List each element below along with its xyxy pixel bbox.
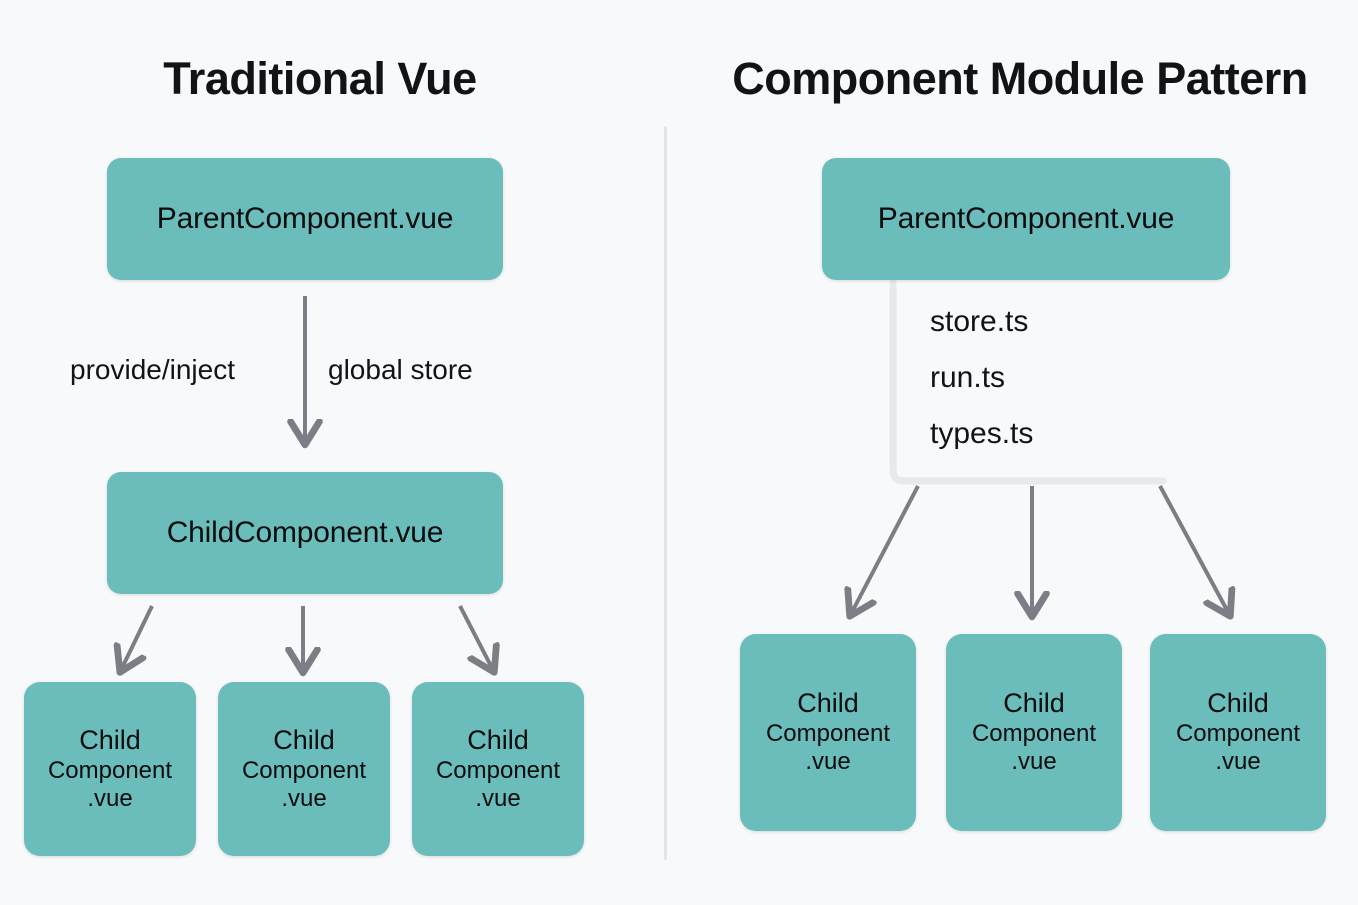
right-leaf-0-line3: .vue	[805, 748, 851, 776]
right-leaf-2-line1: Child	[1207, 688, 1269, 719]
left-parent-component-node[interactable]: ParentComponent.vue	[107, 158, 503, 280]
edge-label-global-store: global store	[328, 354, 473, 385]
module-file-store: store.ts	[930, 305, 1029, 338]
left-leaf-2-line1: Child	[467, 724, 529, 755]
left-leaf-1-line1: Child	[273, 724, 335, 755]
left-child-component-node[interactable]: ChildComponent.vue	[107, 472, 503, 594]
left-leaf-1-line3: .vue	[281, 784, 327, 812]
edge-label-provide-inject: provide/inject	[70, 354, 235, 385]
left-leaf-0-line1: Child	[79, 724, 141, 755]
right-leaf-1-line2: Component	[971, 720, 1097, 748]
left-leaf-0-line3: .vue	[87, 784, 133, 812]
left-leaf-1-line2: Component	[241, 756, 367, 784]
right-leaf-node-0[interactable]: Child Component .vue	[740, 634, 916, 831]
right-leaf-0-line1: Child	[797, 688, 859, 719]
arrow-child-to-leaf-left-2	[458, 605, 492, 668]
arrow-child-to-leaf-left-0	[122, 605, 154, 668]
arrow-module-to-leaf-right-0	[852, 485, 920, 612]
right-panel-title: Component Module Pattern	[732, 53, 1308, 104]
right-leaf-2-line2: Component	[1175, 720, 1301, 748]
right-leaf-1-line3: .vue	[1011, 748, 1057, 776]
right-parent-component-label: ParentComponent.vue	[877, 202, 1175, 235]
right-leaf-node-2[interactable]: Child Component .vue	[1150, 634, 1326, 831]
left-child-component-label: ChildComponent.vue	[166, 516, 444, 549]
vertical-divider	[664, 126, 667, 860]
module-file-run: run.ts	[930, 361, 1006, 394]
left-panel-title: Traditional Vue	[163, 53, 477, 104]
right-leaf-1-line1: Child	[1003, 688, 1065, 719]
left-leaf-node-1[interactable]: Child Component .vue	[218, 682, 390, 856]
left-parent-component-label: ParentComponent.vue	[156, 202, 454, 235]
left-leaf-2-line3: .vue	[475, 784, 521, 812]
right-leaf-node-1[interactable]: Child Component .vue	[946, 634, 1122, 831]
left-leaf-node-2[interactable]: Child Component .vue	[412, 682, 584, 856]
left-leaf-2-line2: Component	[435, 756, 561, 784]
left-leaf-0-line2: Component	[47, 756, 173, 784]
right-leaf-0-line2: Component	[765, 720, 891, 748]
right-parent-component-node[interactable]: ParentComponent.vue	[822, 158, 1230, 280]
right-leaf-2-line3: .vue	[1215, 748, 1261, 776]
left-leaf-node-0[interactable]: Child Component .vue	[24, 682, 196, 856]
module-file-types: types.ts	[930, 417, 1034, 450]
arrow-module-to-leaf-right-2	[1158, 485, 1228, 612]
